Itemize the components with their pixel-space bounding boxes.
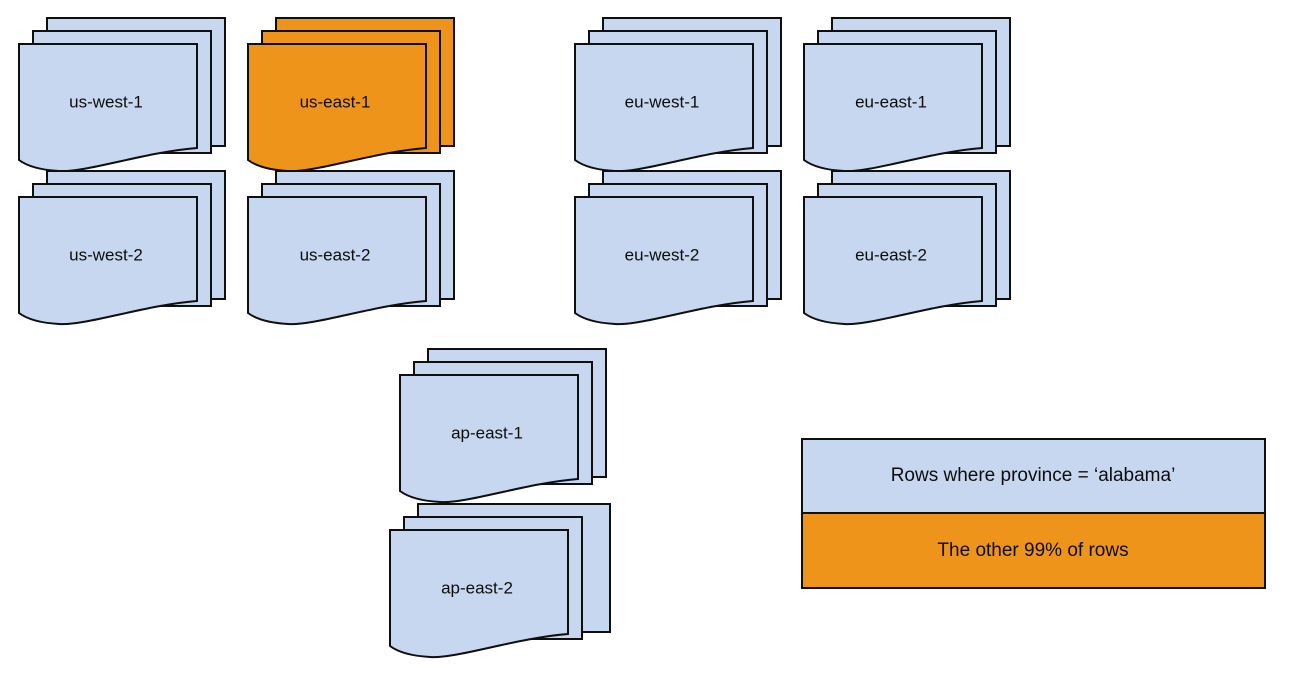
document-stack-eu-west-2[interactable]: eu-west-2 — [574, 170, 782, 326]
document-stack-eu-west-1[interactable]: eu-west-1 — [574, 17, 782, 173]
stack-sheet-front — [247, 196, 427, 326]
document-stack-us-east-2[interactable]: us-east-2 — [247, 170, 455, 326]
document-stack-us-east-1[interactable]: us-east-1 — [247, 17, 455, 173]
document-stack-eu-east-2[interactable]: eu-east-2 — [803, 170, 1011, 326]
legend-swatch-legend-blue[interactable] — [801, 438, 1266, 514]
legend-group: Rows where province = ‘alabama’ The other… — [801, 438, 1266, 589]
stack-label: eu-west-1 — [625, 92, 700, 111]
stack-label: us-west-2 — [69, 245, 143, 264]
document-stack-us-west-2[interactable]: us-west-2 — [18, 170, 226, 326]
stack-sheet-front — [389, 529, 569, 659]
stack-sheet-front — [18, 196, 198, 326]
stack-label: us-east-1 — [300, 92, 371, 111]
region-stacks-group: us-west-1 us-east-1 eu-west-1 eu-east-1 us-w… — [18, 17, 1011, 659]
stack-label: ap-east-2 — [441, 578, 513, 597]
document-stack-ap-east-2[interactable]: ap-east-2 — [389, 503, 611, 659]
legend-label-legend-orange: The other 99% of rows — [937, 540, 1128, 561]
stack-sheet-front — [574, 196, 754, 326]
legend-label-legend-blue: Rows where province = ‘alabama’ — [891, 465, 1176, 486]
stack-label: us-west-1 — [69, 92, 143, 111]
document-stack-eu-east-1[interactable]: eu-east-1 — [803, 17, 1011, 173]
stack-sheet-front — [399, 374, 579, 504]
stack-label: eu-west-2 — [625, 245, 700, 264]
stack-label: eu-east-1 — [855, 92, 927, 111]
stack-label: ap-east-1 — [451, 423, 523, 442]
document-stack-us-west-1[interactable]: us-west-1 — [18, 17, 226, 173]
stack-sheet-front — [803, 196, 983, 326]
legend-swatch-legend-orange[interactable] — [801, 512, 1266, 589]
document-stack-ap-east-1[interactable]: ap-east-1 — [399, 348, 607, 504]
stack-label: eu-east-2 — [855, 245, 927, 264]
stack-label: us-east-2 — [300, 245, 371, 264]
